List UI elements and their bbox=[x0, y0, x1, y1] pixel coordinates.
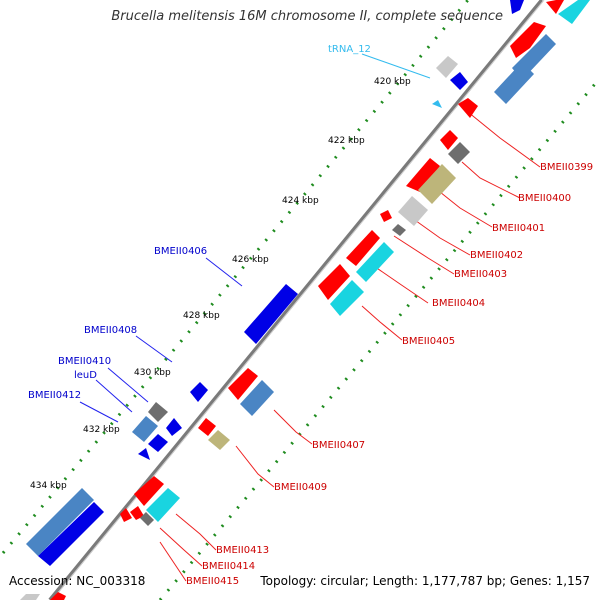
gene-label[interactable]: BMEII0408 bbox=[84, 325, 137, 336]
cds-arrow bbox=[510, 22, 546, 58]
gene-box bbox=[392, 224, 406, 236]
right-gene-labels: BMEII0399 BMEII0400 BMEII0401 BMEII0402 … bbox=[186, 162, 593, 587]
gene-label[interactable]: BMEII0401 bbox=[492, 223, 545, 234]
cds-arrow bbox=[510, 0, 524, 14]
cds-arrow bbox=[440, 130, 458, 150]
scale-label: 428 kbp bbox=[183, 311, 220, 321]
scale-label: 422 kbp bbox=[328, 136, 365, 146]
trna-label[interactable]: tRNA_12 bbox=[328, 44, 371, 55]
cds-arrow bbox=[406, 158, 440, 192]
gene-label[interactable]: BMEII0405 bbox=[402, 336, 455, 347]
scale-label: 424 kbp bbox=[282, 196, 319, 206]
gene-label[interactable]: BMEII0403 bbox=[454, 269, 507, 280]
outer-tick-track bbox=[158, 77, 600, 600]
scale-label: 432 kbp bbox=[83, 425, 120, 435]
gene-box bbox=[148, 402, 168, 422]
orf-bar bbox=[494, 62, 534, 104]
gene-box bbox=[448, 142, 470, 164]
cds-arrow bbox=[198, 418, 216, 436]
accession-text: Accession: NC_003318 bbox=[9, 574, 146, 588]
cds-arrow bbox=[346, 230, 380, 266]
cds-arrow bbox=[190, 382, 208, 402]
topology-text: Topology: circular; Length: 1,177,787 bp… bbox=[260, 574, 590, 588]
gene-label[interactable]: leuD bbox=[74, 370, 97, 381]
cds-arrow bbox=[380, 210, 392, 222]
orf-bar bbox=[356, 242, 394, 282]
chromosome-backbone-highlight bbox=[51, 0, 545, 600]
left-gene-labels: tRNA_12 BMEII0406 BMEII0408 BMEII0410 le… bbox=[28, 44, 371, 401]
orf-bar bbox=[26, 488, 94, 556]
gene-label[interactable]: BMEII0399 bbox=[540, 162, 593, 173]
gene-label[interactable]: BMEII0404 bbox=[432, 298, 485, 309]
orf-bar bbox=[330, 280, 364, 316]
scale-label: 420 kbp bbox=[374, 77, 411, 87]
cds-arrow bbox=[134, 476, 164, 506]
gene-label[interactable]: BMEII0410 bbox=[58, 356, 111, 367]
gene-label[interactable]: BMEII0415 bbox=[186, 576, 239, 587]
cds-arrow bbox=[244, 284, 298, 344]
gene-box bbox=[208, 430, 230, 450]
gene-box bbox=[436, 56, 458, 78]
gene-box bbox=[140, 512, 154, 526]
gene-box bbox=[418, 164, 456, 204]
cds-arrow bbox=[120, 508, 132, 522]
gene-label[interactable]: BMEII0402 bbox=[470, 250, 523, 261]
outer-features bbox=[20, 0, 590, 600]
gene-label[interactable]: BMEII0409 bbox=[274, 482, 327, 493]
left-leaders bbox=[79, 53, 431, 423]
chromosome-backbone bbox=[48, 0, 544, 600]
right-leaders bbox=[159, 111, 541, 582]
scale-label: 426 kbp bbox=[232, 255, 269, 265]
gene-label[interactable]: BMEII0412 bbox=[28, 390, 81, 401]
cds-arrow bbox=[38, 502, 104, 566]
scale-label: 430 kbp bbox=[134, 368, 171, 378]
orf-bar bbox=[240, 380, 274, 416]
cds-arrow bbox=[458, 98, 478, 118]
inner-features bbox=[26, 56, 468, 566]
scale-labels: 420 kbp 422 kbp 424 kbp 426 kbp 428 kbp … bbox=[30, 77, 411, 491]
gene-label[interactable]: BMEII0407 bbox=[312, 440, 365, 451]
cds-arrow bbox=[318, 264, 350, 300]
gene-label[interactable]: BMEII0413 bbox=[216, 545, 269, 556]
cds-arrow bbox=[166, 418, 182, 436]
orf-bar bbox=[558, 0, 590, 24]
gene-label[interactable]: BMEII0414 bbox=[202, 561, 255, 572]
gene-box bbox=[20, 594, 40, 600]
cds-arrow bbox=[148, 434, 168, 452]
cds-arrow bbox=[50, 592, 66, 600]
gene-label[interactable]: BMEII0400 bbox=[518, 193, 571, 204]
trna-marker bbox=[432, 100, 442, 108]
cds-arrow bbox=[228, 368, 258, 400]
cds-arrow bbox=[450, 72, 468, 90]
cds-arrow bbox=[138, 448, 150, 460]
orf-bar bbox=[146, 488, 180, 522]
cds-arrow bbox=[546, 0, 564, 14]
inner-tick-track bbox=[1, 0, 470, 554]
map-title: Brucella melitensis 16M chromosome II, c… bbox=[111, 9, 503, 24]
gene-box bbox=[398, 196, 428, 226]
orf-bar bbox=[132, 416, 158, 442]
gene-label[interactable]: BMEII0406 bbox=[154, 246, 207, 257]
cds-arrow bbox=[130, 506, 144, 520]
scale-label: 434 kbp bbox=[30, 481, 67, 491]
